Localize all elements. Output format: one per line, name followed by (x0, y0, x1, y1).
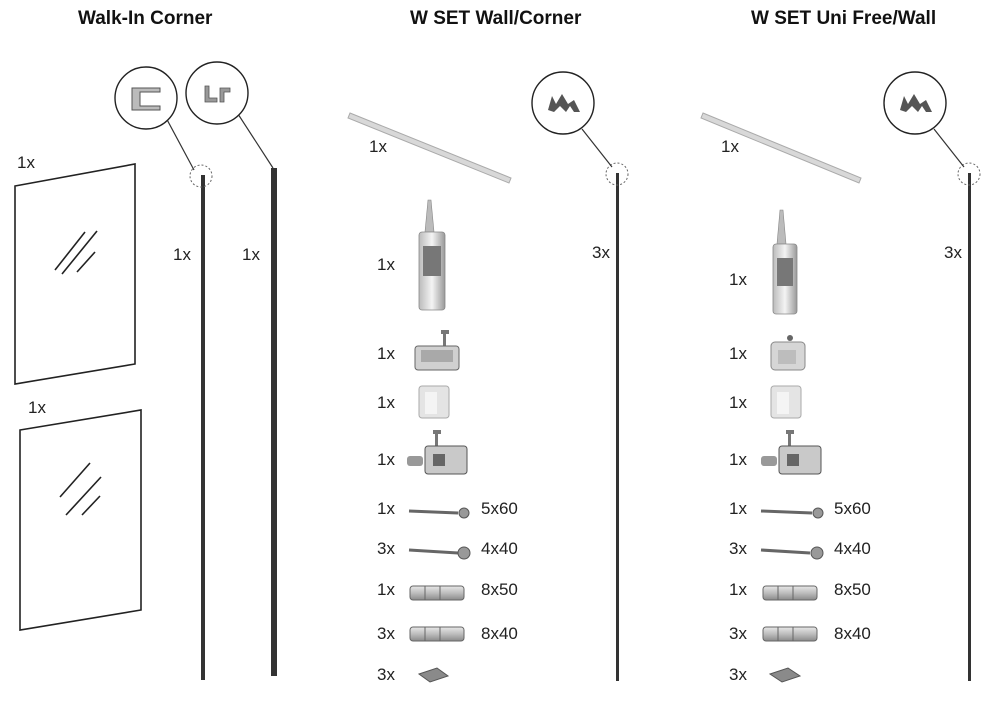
mount-clamp-icon (414, 330, 460, 371)
qty-label: 1x (17, 153, 35, 172)
qty-label: 1x (377, 499, 395, 518)
dowel-icon (762, 626, 818, 642)
qty-label: 1x (729, 450, 747, 469)
qty-label: 1x (377, 393, 395, 412)
qty-label: 1x (369, 137, 387, 156)
spacer-pad-icon (417, 667, 450, 683)
dowel-icon (409, 626, 465, 642)
qty-label: 3x (729, 539, 747, 558)
size-label: 8x40 (834, 624, 871, 643)
qty-label: 1x (729, 499, 747, 518)
glass-panel-icon (14, 163, 136, 385)
screw-icon (408, 546, 471, 560)
wall-clamp-icon (761, 430, 822, 475)
screw-icon (760, 507, 824, 519)
size-label: 8x50 (834, 580, 871, 599)
qty-label: 1x (242, 245, 260, 264)
qty-label: 3x (729, 624, 747, 643)
qty-label: 3x (729, 665, 747, 684)
qty-label: 1x (729, 344, 747, 363)
qty-label: 1x (721, 137, 739, 156)
qty-label: 1x (377, 344, 395, 363)
spacer-pad-icon (768, 667, 802, 683)
wall-profile-icon (883, 71, 981, 681)
column-title-w-set-wall-corner: W SET Wall/Corner (410, 8, 582, 29)
qty-label: 1x (377, 450, 395, 469)
size-label: 5x60 (481, 499, 518, 518)
wall-profile-icon (531, 71, 629, 681)
cover-cap-icon (418, 385, 450, 419)
size-label: 8x40 (481, 624, 518, 643)
dowel-icon (409, 585, 465, 601)
stabilizer-bar-icon (700, 112, 862, 184)
qty-label: 1x (729, 580, 747, 599)
column-title-w-set-uni-free-wall: W SET Uni Free/Wall (751, 8, 937, 29)
qty-label: 3x (377, 665, 395, 684)
qty-label: 3x (377, 539, 395, 558)
qty-label: 1x (377, 580, 395, 599)
qty-label: 3x (377, 624, 395, 643)
qty-label: 1x (729, 393, 747, 412)
qty-label: 3x (592, 243, 610, 262)
mount-clamp-icon (770, 335, 806, 371)
size-label: 4x40 (481, 539, 518, 558)
qty-label: 1x (729, 270, 747, 289)
size-label: 4x40 (834, 539, 871, 558)
wall-profile-icon (114, 66, 213, 680)
size-label: 8x50 (481, 580, 518, 599)
wall-clamp-icon (407, 430, 468, 475)
screw-icon (760, 546, 824, 560)
qty-label: 1x (173, 245, 191, 264)
cover-cap-icon (770, 385, 802, 419)
dowel-icon (762, 585, 818, 601)
column-title-walk-in-corner: Walk-In Corner (78, 8, 213, 29)
stabilizer-bar-icon (347, 112, 512, 184)
qty-label: 1x (377, 255, 395, 274)
qty-label: 3x (944, 243, 962, 262)
screw-icon (408, 507, 470, 519)
corner-profile-icon (185, 61, 277, 676)
glass-panel-icon (19, 409, 142, 631)
silicone-tube-icon (772, 209, 798, 315)
qty-label: 1x (28, 398, 46, 417)
size-label: 5x60 (834, 499, 871, 518)
silicone-tube-icon (418, 199, 446, 311)
